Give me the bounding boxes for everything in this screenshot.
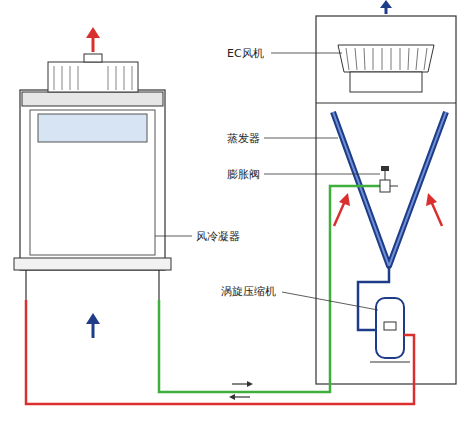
- indoor-cabinet: [316, 16, 456, 384]
- part-label: EC风机: [226, 47, 265, 60]
- suction-pipe: [358, 266, 389, 330]
- part-label: 涡旋压缩机: [220, 285, 277, 298]
- part-label: 膨胀阀: [226, 168, 261, 181]
- ec-fan: [338, 45, 434, 92]
- expansion-valve: [380, 166, 398, 192]
- evaporator: [333, 112, 446, 266]
- air-cooled-condenser: [14, 54, 171, 300]
- liquid-pipe: [159, 186, 380, 392]
- discharge-pipe: [26, 300, 414, 404]
- part-label: 风冷凝器: [195, 230, 241, 243]
- part-label: 蒸发器: [226, 132, 261, 145]
